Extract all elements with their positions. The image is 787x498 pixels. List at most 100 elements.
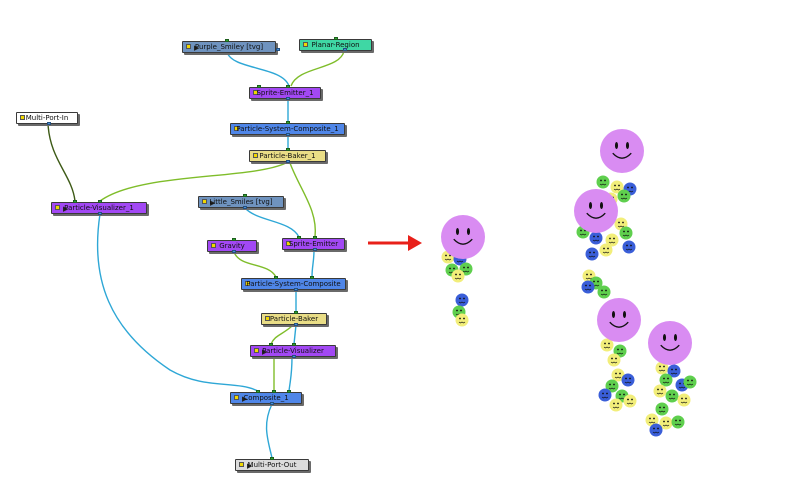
input-port[interactable] xyxy=(232,238,236,241)
node-label: Sprite-Emitter xyxy=(288,240,339,248)
input-port[interactable] xyxy=(269,343,273,346)
little-smiley-icon xyxy=(611,368,625,382)
connection-cable[interactable] xyxy=(290,50,345,87)
right-arrow-icon xyxy=(368,235,422,251)
little-smiley-icon xyxy=(589,231,603,245)
little-smiley-icon xyxy=(617,189,631,203)
node-label: Little_Smiles [tvg] xyxy=(209,198,273,206)
yellow-square-icon xyxy=(234,395,239,400)
input-port[interactable] xyxy=(313,236,317,239)
input-port[interactable] xyxy=(297,236,301,239)
output-port[interactable] xyxy=(270,402,274,405)
little-smiley-icon xyxy=(659,416,673,430)
little-smiley-icon xyxy=(600,338,614,352)
connection-cable[interactable] xyxy=(311,249,315,278)
play-triangle-icon[interactable]: ▶ xyxy=(262,348,268,356)
output-port[interactable] xyxy=(243,206,247,209)
output-port[interactable] xyxy=(292,355,296,358)
node-label: Planar-Region xyxy=(311,41,360,49)
output-port[interactable] xyxy=(98,212,102,215)
output-port[interactable] xyxy=(276,48,280,51)
little-smiley-icon xyxy=(655,361,669,375)
output-port[interactable] xyxy=(286,160,290,163)
connection-cable[interactable] xyxy=(233,251,277,278)
node-label: Particle-Baker_1 xyxy=(259,152,316,160)
connection-cable[interactable] xyxy=(293,324,297,345)
connection-cable[interactable] xyxy=(288,356,293,392)
purple-smiley-icon xyxy=(600,129,644,173)
input-port[interactable] xyxy=(257,85,261,88)
input-port[interactable] xyxy=(98,200,102,203)
little-smiley-icon xyxy=(649,423,663,437)
input-port[interactable] xyxy=(256,390,260,393)
connection-cable[interactable] xyxy=(244,207,300,238)
yellow-square-icon xyxy=(265,316,270,321)
yellow-square-icon xyxy=(254,348,259,353)
node-little-smiles[interactable]: ▶Little_Smiles [tvg] xyxy=(198,196,284,208)
little-smiley-icon xyxy=(623,394,637,408)
yellow-square-icon xyxy=(211,243,216,248)
connection-cable[interactable] xyxy=(270,325,293,345)
connection-cable[interactable] xyxy=(96,213,259,392)
output-port[interactable] xyxy=(232,250,236,253)
output-port[interactable] xyxy=(286,97,290,100)
output-port[interactable] xyxy=(343,48,347,51)
little-smiley-icon xyxy=(667,364,681,378)
little-smiley-icon xyxy=(665,389,679,403)
purple-smiley-icon xyxy=(574,189,618,233)
input-port[interactable] xyxy=(73,200,77,203)
little-smiley-icon xyxy=(598,388,612,402)
output-port[interactable] xyxy=(286,133,290,136)
little-smiley-icon xyxy=(607,353,621,367)
node-purple-smiley[interactable]: ▶Purple_Smiley [tvg] xyxy=(182,41,276,53)
input-port[interactable] xyxy=(292,343,296,346)
connection-cable[interactable] xyxy=(47,123,76,202)
input-port[interactable] xyxy=(334,37,338,40)
connection-cable[interactable] xyxy=(99,162,287,202)
node-label: Multi-Port-Out xyxy=(247,461,297,469)
input-port[interactable] xyxy=(272,390,276,393)
input-port[interactable] xyxy=(270,457,274,460)
little-smiley-icon xyxy=(585,247,599,261)
little-smiley-icon xyxy=(621,373,635,387)
play-triangle-icon[interactable]: ▶ xyxy=(242,395,248,403)
node-label: Purple_Smiley [tvg] xyxy=(194,43,264,51)
output-port[interactable] xyxy=(313,248,317,251)
input-port[interactable] xyxy=(287,390,291,393)
play-triangle-icon[interactable]: ▶ xyxy=(63,205,69,213)
purple-smiley-icon xyxy=(648,321,692,365)
input-port[interactable] xyxy=(286,148,290,151)
yellow-square-icon xyxy=(286,241,291,246)
play-triangle-icon[interactable]: ▶ xyxy=(194,44,200,52)
input-port[interactable] xyxy=(286,121,290,124)
little-smiley-icon xyxy=(609,398,623,412)
output-port[interactable] xyxy=(294,323,298,326)
little-smiley-icon xyxy=(605,233,619,247)
play-triangle-icon[interactable]: ▶ xyxy=(247,462,253,470)
little-smiley-icon xyxy=(455,293,469,307)
input-port[interactable] xyxy=(225,39,229,42)
connection-cable[interactable] xyxy=(226,51,290,87)
connection-cable[interactable] xyxy=(289,162,316,238)
node-composite-1[interactable]: ▶Composite_1 xyxy=(230,392,302,404)
input-port[interactable] xyxy=(243,194,247,197)
play-triangle-icon[interactable]: ▶ xyxy=(210,199,216,207)
input-port[interactable] xyxy=(294,311,298,314)
input-port[interactable] xyxy=(286,85,290,88)
node-sprite-emitter-1[interactable]: Sprite-Emitter_1 xyxy=(249,87,321,99)
little-smiley-icon xyxy=(645,413,659,427)
node-label: Particle-Visualizer xyxy=(262,347,324,355)
connection-cable[interactable] xyxy=(265,403,273,459)
little-smiley-icon xyxy=(671,415,685,429)
output-port[interactable] xyxy=(294,288,298,291)
yellow-square-icon xyxy=(202,199,207,204)
output-port[interactable] xyxy=(47,122,51,125)
input-port[interactable] xyxy=(274,276,278,279)
input-port[interactable] xyxy=(310,276,314,279)
little-smiley-icon xyxy=(599,243,613,257)
purple-smiley-icon xyxy=(441,215,485,259)
node-label: Multi-Port-In xyxy=(25,114,69,122)
node-psc[interactable]: Particle-System-Composite xyxy=(241,278,346,290)
